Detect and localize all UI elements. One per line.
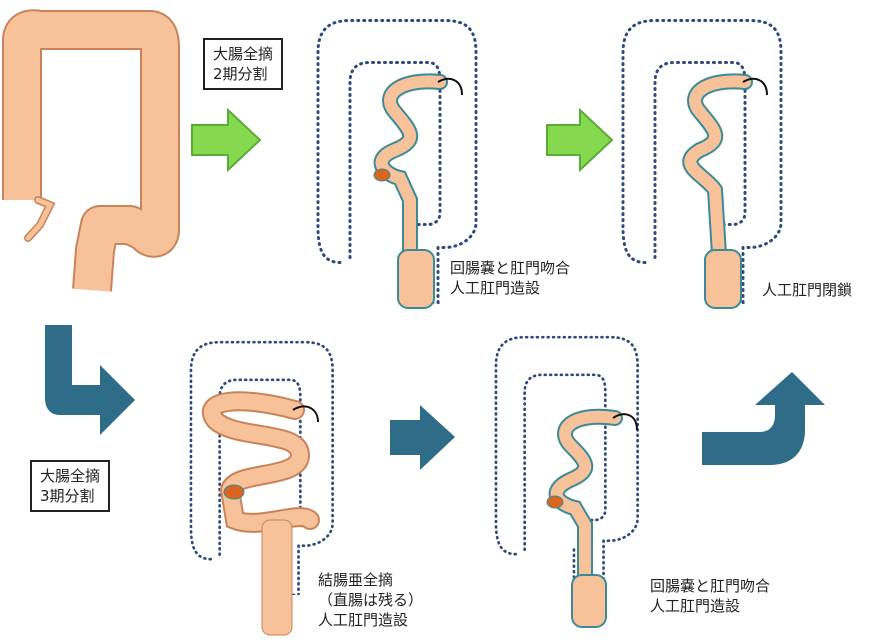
caption-line: （直腸は残る） — [318, 591, 424, 609]
three-stage-title-line1: 大腸全摘 — [40, 467, 101, 485]
caption-line: 回腸嚢と肛門吻合 — [650, 577, 771, 595]
blue-curved-arrow-up — [702, 372, 825, 465]
caption-line: 結腸亜全摘 — [318, 571, 394, 589]
three-stage-title-line2: 3期分割 — [40, 487, 95, 505]
caption-line: 人工肛門造設 — [318, 611, 409, 629]
blue-arrow-right — [390, 405, 455, 470]
colon-outline-bottom-2 — [494, 335, 640, 590]
caption-line: 回腸嚢と肛門吻合 — [450, 259, 571, 277]
two-stage-step1-caption: 回腸嚢と肛門吻合 人工肛門造設 — [450, 258, 570, 298]
two-stage-title-line2: 2期分割 — [213, 65, 268, 83]
green-arrow-2 — [546, 107, 614, 173]
colon-outline-top-2 — [621, 18, 783, 305]
three-stage-title-box: 大腸全摘 3期分割 — [30, 460, 111, 512]
two-stage-title-line1: 大腸全摘 — [213, 45, 274, 63]
three-stage-step1-caption: 結腸亜全摘 （直腸は残る） 人工肛門造設 — [318, 570, 423, 630]
ileal-pouch-top-1 — [373, 73, 463, 309]
ileal-pouch-top-2 — [682, 73, 768, 309]
green-arrow-1 — [191, 107, 262, 173]
blue-curved-arrow-down — [45, 325, 135, 435]
two-stage-step2-caption: 人工肛門閉鎖 — [762, 281, 853, 299]
small-bowel-bottom-1 — [201, 391, 320, 636]
full-colon-illustration — [2, 9, 180, 292]
ileal-pouch-bottom-2 — [546, 408, 638, 628]
two-stage-title-box: 大腸全摘 2期分割 — [203, 38, 284, 90]
caption-line: 人工肛門造設 — [650, 597, 741, 615]
caption-line: 人工肛門造設 — [450, 279, 541, 297]
three-stage-step2-caption: 回腸嚢と肛門吻合 人工肛門造設 — [650, 576, 770, 616]
